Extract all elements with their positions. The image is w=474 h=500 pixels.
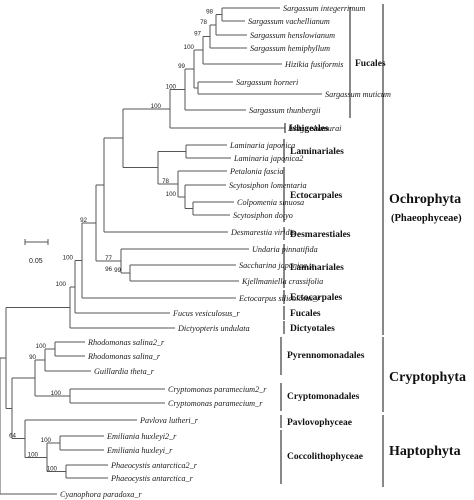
taxon-label: Hizikia fusiformis (284, 60, 343, 69)
taxon-label: Rhodomonas salina2_r (87, 338, 165, 347)
order-label-ectocarpales-1: Ectocarpales (290, 191, 343, 201)
taxon-label: Cryptomonas paramecium2_r (168, 385, 267, 394)
scale-bar-label: 0.05 (29, 258, 43, 265)
bootstrap-value: 92 (80, 217, 87, 224)
taxon-label: Kjellmaniella crassifolia (241, 277, 323, 286)
taxon-label: Sargassum thunbergii (249, 106, 321, 115)
order-label-ishigeales: Ishigeales (289, 124, 329, 134)
bootstrap-value: 90 (29, 354, 36, 361)
order-annotations: Fucales Ishigeales Laminariales Ectocarp… (280, 7, 386, 484)
bootstrap-value: 100 (56, 281, 67, 288)
bootstrap-value: 100 (47, 466, 58, 473)
taxon-label: Sargassum horneri (236, 78, 299, 87)
bootstrap-value: 99 (178, 63, 185, 70)
group-label-haptophyta: Haptophyta (389, 444, 461, 459)
bootstrap-value: 100 (63, 255, 74, 262)
taxon-label: Rhodomonas salina_r (87, 352, 161, 361)
order-label-fucales: Fucales (355, 59, 386, 69)
bootstrap-value: 100 (51, 390, 62, 397)
tree-branches (0, 7, 322, 495)
bootstrap-value: 100 (184, 44, 195, 51)
group-label-cryptophyta: Cryptophyta (389, 370, 466, 385)
bootstrap-value: 77 (105, 255, 112, 262)
bootstrap-value: 78 (162, 178, 169, 185)
order-label-ectocarpales-2: Ectocarpales (290, 293, 343, 303)
bootstrap-value: 100 (166, 191, 177, 198)
bootstrap-value: 100 (36, 343, 47, 350)
order-label-dictyotales: Dictyotales (290, 324, 335, 334)
bootstrap-value: 99 (114, 267, 121, 274)
bootstrap-value: 64 (9, 433, 16, 440)
taxon-label: Sargassum henslowianum (250, 31, 335, 40)
taxon-label: Undaria pinnatifida (252, 245, 318, 254)
taxon-label: Scytosiphon lomentaria (229, 181, 307, 190)
taxon-label: Emiliania huxleyi2_r (106, 432, 177, 441)
taxon-label: Fucus vesiculosus_r (172, 309, 240, 318)
taxon-label: Phaeocystis antarctica_r (110, 474, 194, 483)
bootstrap-value: 78 (200, 19, 207, 26)
group-label-phaeophyceae: (Phaeophyceae) (391, 213, 462, 224)
bootstrap-value: 96 (105, 266, 112, 273)
bootstrap-value: 100 (28, 451, 39, 458)
taxon-label: Petalonia fascia (229, 167, 283, 176)
order-label-laminariales-2: Laminariales (290, 263, 344, 273)
taxon-label: Guillardia theta_r (94, 367, 155, 376)
bootstrap-value: 97 (194, 30, 201, 37)
order-label-pavlovophyceae: Pavlovophyceae (287, 418, 352, 428)
taxon-label: Phaeocystis antarctica2_r (110, 461, 198, 470)
taxon-label: Laminaria japonica2 (233, 154, 303, 163)
order-label-pyrennomonadales: Pyrennomonadales (287, 351, 365, 361)
order-label-cryptomonadales: Cryptomonadales (287, 392, 360, 402)
taxon-label: Laminaria japonica (229, 141, 295, 150)
bootstrap-value: 100 (41, 437, 52, 444)
bootstrap-value: 98 (206, 9, 213, 16)
taxon-label: Emiliania huxleyi_r (106, 446, 173, 455)
taxon-label: Sargassum integerrimum (283, 4, 365, 13)
order-label-fucales-2: Fucales (290, 309, 321, 319)
taxon-label: Cyanophora paradoxa_r (60, 490, 142, 499)
scale-bar: 0.05 (24, 239, 49, 265)
taxon-label: Cryptomonas paramecium_r (168, 399, 263, 408)
taxon-label: Sargassum muticum (325, 90, 391, 99)
bootstrap-value: 100 (151, 103, 162, 110)
taxon-label: Ishige okamurai (287, 124, 342, 133)
order-label-desmarestiales: Desmarestiales (290, 230, 351, 240)
taxon-label: Dictyopteris undulata (177, 324, 250, 333)
taxon-label: Ectocarpus siliculosus_r (238, 294, 321, 303)
taxon-label: Scytosiphon dotyo (233, 211, 293, 220)
order-label-laminariales-1: Laminariales (290, 147, 344, 157)
taxon-label: Colpomenia sinuosa (237, 198, 304, 207)
taxon-label: Pavlova lutheri_r (139, 416, 199, 425)
group-annotations: Ochrophyta (Phaeophyceae) Cryptophyta Ha… (382, 4, 466, 487)
taxon-label: Saccharina japonica_r (239, 261, 315, 270)
taxon-label: Sargassum hemiphyllum (250, 44, 330, 53)
taxon-label: Sargassum vachellianum (248, 17, 330, 26)
order-label-coccolithophyceae: Coccolithophyceae (287, 452, 363, 462)
taxon-label: Desmarestia viridis (230, 228, 295, 237)
bootstrap-value: 100 (166, 84, 177, 91)
group-label-ochrophyta: Ochrophyta (389, 192, 461, 207)
